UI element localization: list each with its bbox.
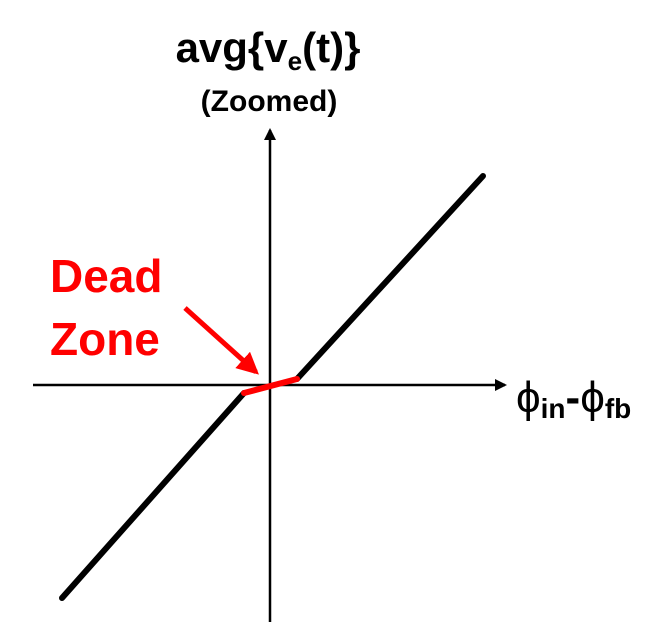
transfer-line-upper	[294, 173, 486, 382]
x-axis-phi-fb: ϕ	[580, 373, 605, 422]
annotation-zone: Zone	[50, 313, 160, 365]
y-axis-label-suffix: (t)}	[302, 24, 360, 71]
y-axis-label-subscript: e	[288, 46, 302, 76]
x-axis-sub-fb: fb	[605, 393, 631, 424]
annotation-dead: Dead	[50, 250, 162, 302]
transfer-line-lower	[59, 390, 247, 601]
dead-zone-arrow	[183, 306, 259, 375]
dead-zone-segment	[241, 376, 300, 396]
y-axis-label: avg{ve(t)}	[176, 24, 361, 76]
x-axis-label: ϕin-ϕfb	[516, 373, 631, 424]
x-axis-phi-in: ϕ	[516, 373, 541, 422]
y-axis-label-main: avg{v	[176, 24, 289, 71]
y-axis-note: (Zoomed)	[201, 85, 338, 118]
x-axis-minus: -	[566, 373, 581, 422]
x-axis-sub-in: in	[541, 393, 566, 424]
